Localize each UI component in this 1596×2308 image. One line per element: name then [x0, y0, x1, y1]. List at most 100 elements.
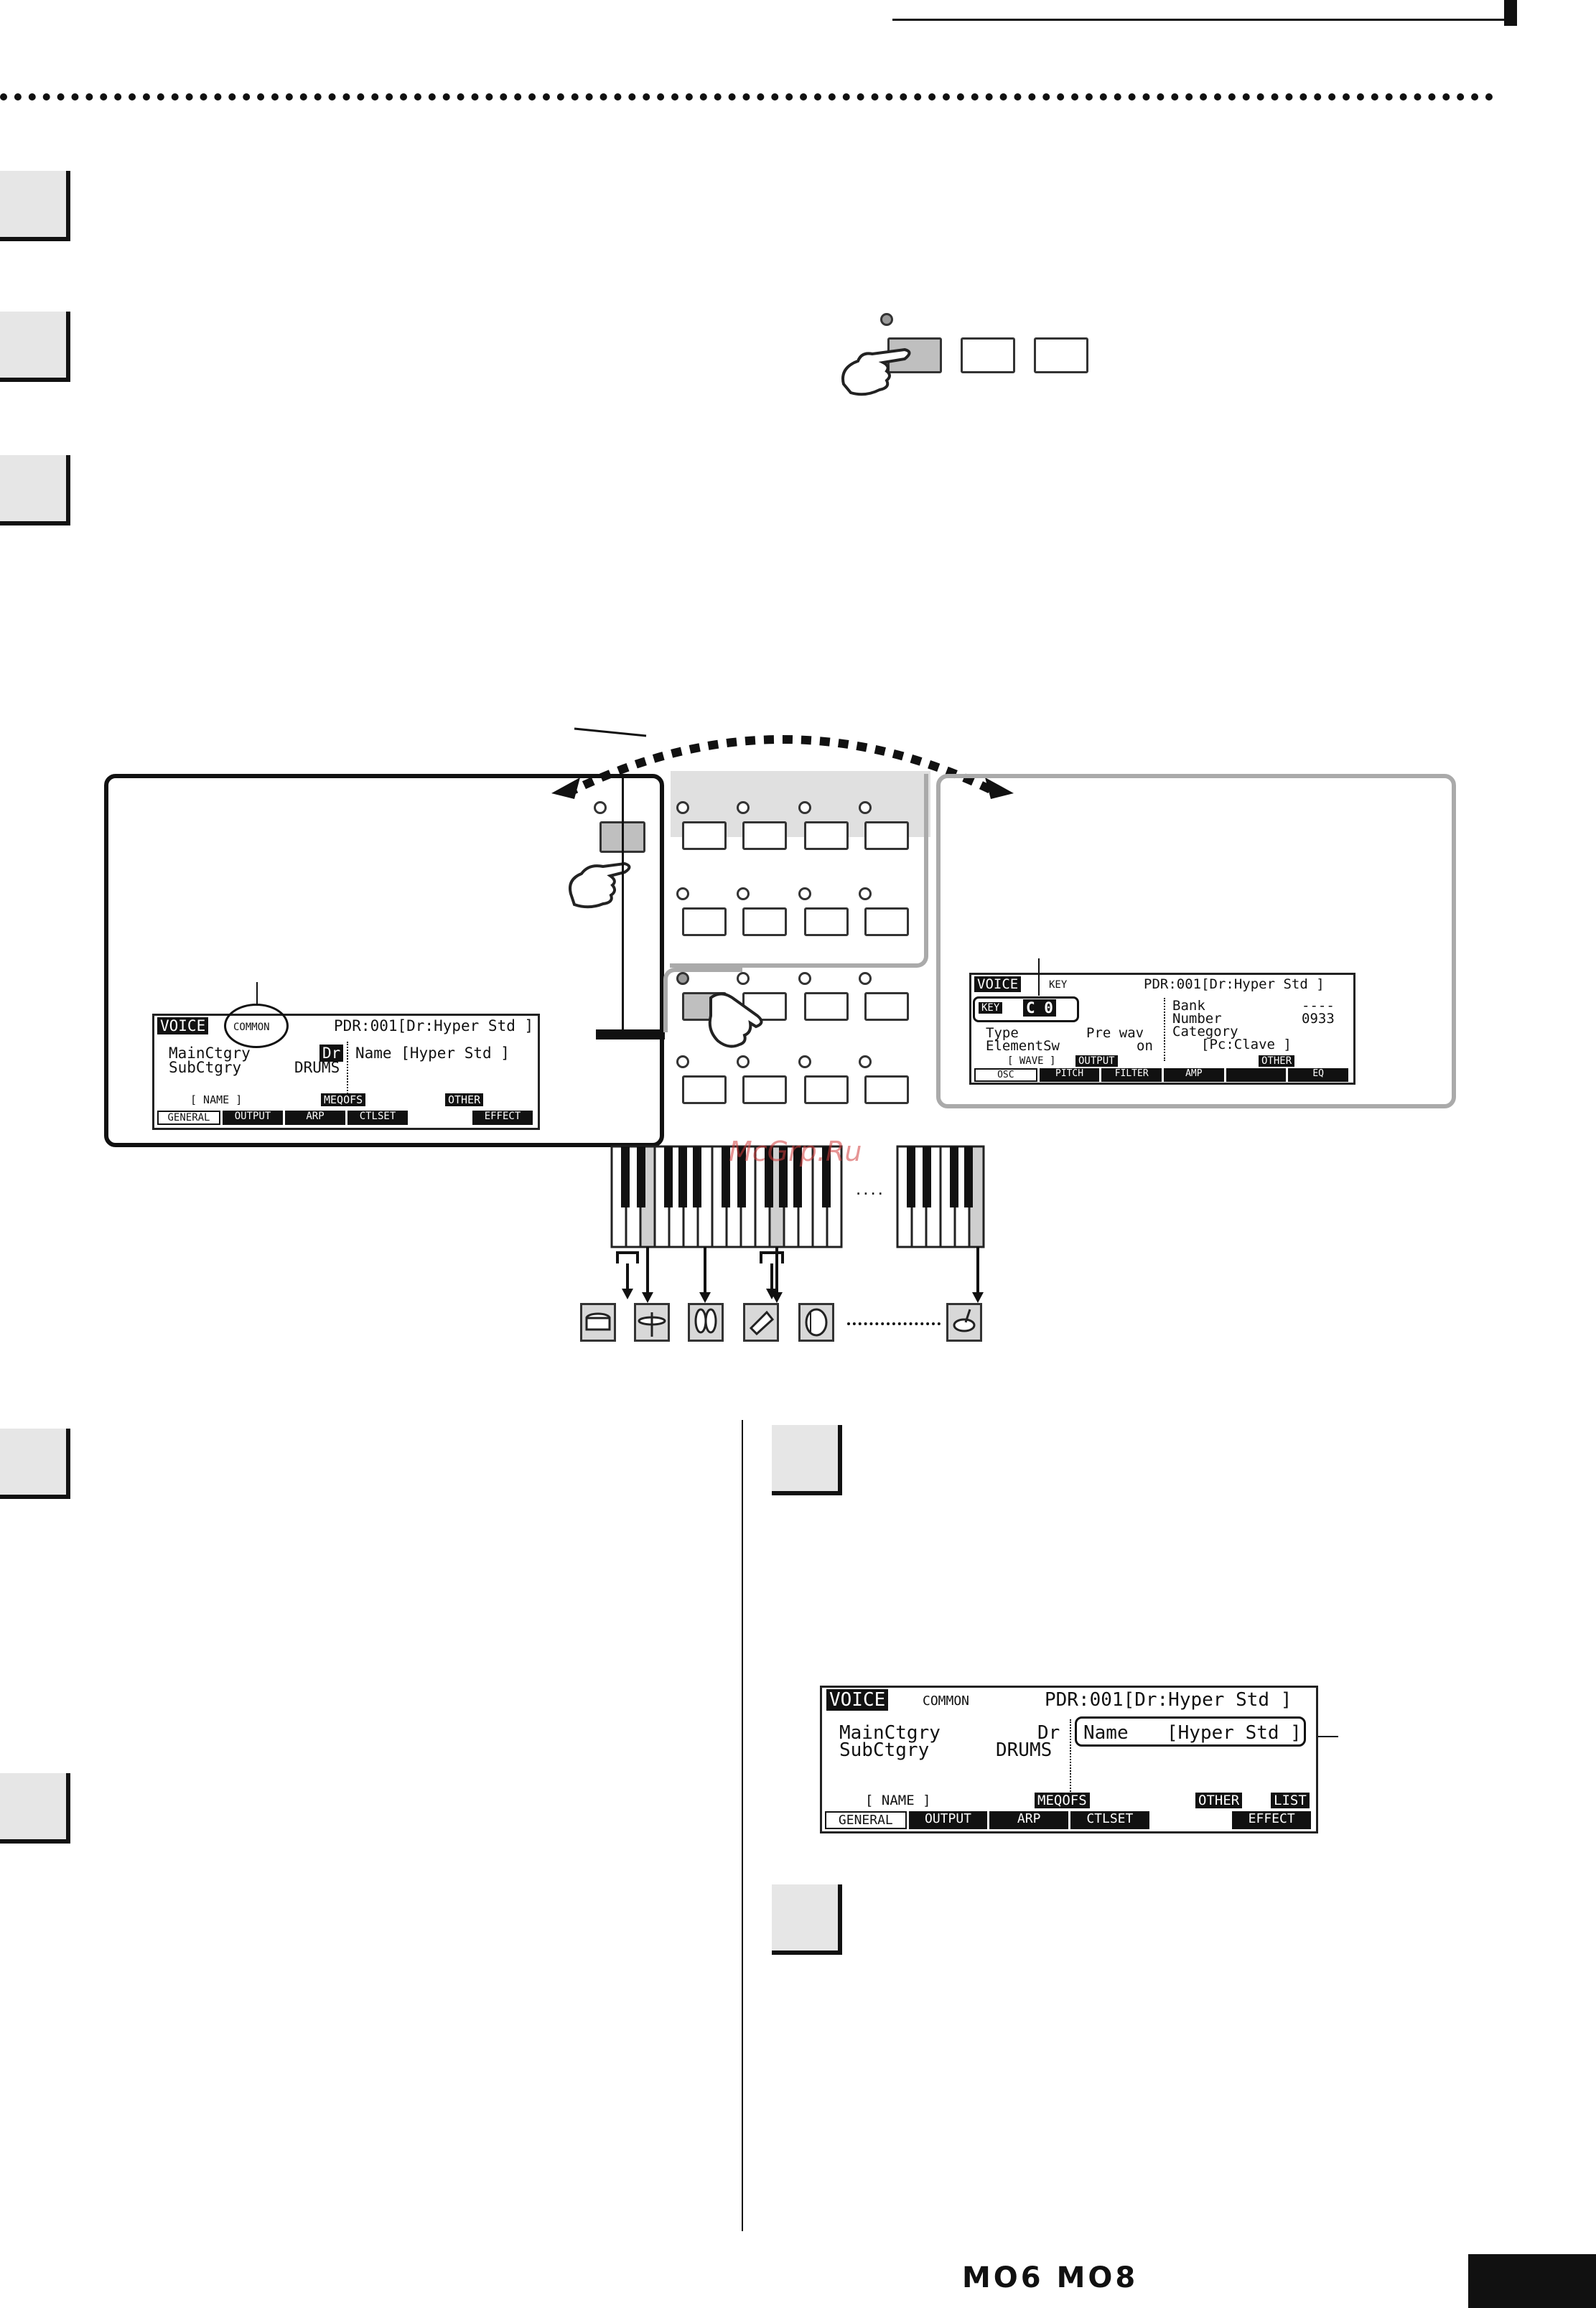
step-box-4: [0, 1429, 70, 1499]
softkey-other: OTHER: [1195, 1793, 1243, 1808]
callout-line: [1318, 1736, 1338, 1737]
mode-led: [880, 313, 893, 326]
tab-arp: ARP: [989, 1811, 1069, 1829]
lcd-divider: [347, 1042, 348, 1099]
callout-line: [1038, 958, 1040, 996]
key-value: C 0: [1023, 999, 1056, 1017]
elementsw-label: ElementSw: [986, 1038, 1060, 1054]
grid-button[interactable]: [804, 907, 849, 936]
icon-ellipsis: [847, 1322, 941, 1325]
tab-general: GENERAL: [157, 1111, 220, 1125]
name-value[interactable]: [Hyper Std ]: [1167, 1722, 1302, 1744]
tambourine-icon: [946, 1303, 982, 1342]
tab-label: KEY: [1049, 979, 1068, 991]
snare-drum-icon: [580, 1303, 616, 1342]
grid-button[interactable]: [682, 1075, 727, 1104]
lcd-divider: [1164, 998, 1165, 1061]
grid-button[interactable]: [804, 992, 849, 1021]
right-callout-panel: [936, 774, 1456, 1108]
grid-button[interactable]: [864, 821, 909, 850]
common-highlight-circle: [224, 1004, 289, 1048]
bottom-lcd: VOICE COMMON PDR:001[Dr:Hyper Std ] Main…: [820, 1686, 1318, 1833]
mode-button-3[interactable]: [1034, 337, 1088, 373]
tab-output: OUTPUT: [908, 1811, 988, 1829]
key-led: [676, 972, 689, 985]
softkey-meqofs: MEQOFS: [1035, 1793, 1090, 1808]
number-label: Number: [1172, 1011, 1222, 1027]
grid-button[interactable]: [864, 992, 909, 1021]
common-led: [594, 801, 607, 814]
name-label: Name: [1083, 1722, 1129, 1744]
tab-ctlset: CTLSET: [1070, 1811, 1149, 1829]
left-callout-panel: [104, 774, 664, 1147]
voice-name: PDR:001[Dr:Hyper Std ]: [1045, 1689, 1292, 1711]
keyboard-ellipsis: ....: [856, 1177, 885, 1199]
step-box-1: [0, 171, 70, 241]
softkey-other: OTHER: [445, 1093, 484, 1106]
tab-output: OUTPUT: [223, 1111, 283, 1125]
grid-led: [859, 1055, 872, 1068]
grid-button[interactable]: [864, 907, 909, 936]
grid-led: [798, 887, 811, 900]
grid-button[interactable]: [742, 1075, 787, 1104]
main-category-label: MainCtgry: [169, 1045, 251, 1062]
grid-led: [737, 972, 750, 985]
name-highlight: [1075, 1716, 1306, 1747]
softkey-other: OTHER: [1259, 1055, 1295, 1067]
softkey-name: [ NAME ]: [865, 1793, 931, 1808]
dotted-divider: [0, 93, 1493, 101]
step-box-5: [0, 1773, 70, 1844]
key-highlight: [973, 996, 1079, 1022]
tab-filter: FILTER: [1101, 1068, 1162, 1082]
connector-line: [622, 775, 624, 1034]
type-value: Pre wav: [1086, 1025, 1144, 1041]
step-box-7: [772, 1884, 842, 1955]
transition-arc: [551, 727, 1014, 799]
grid-button[interactable]: [682, 821, 727, 850]
tab-general: GENERAL: [825, 1811, 907, 1829]
column-divider: [742, 1420, 743, 2231]
voice-name: PDR:001[Dr:Hyper Std ]: [1144, 976, 1325, 992]
grid-button[interactable]: [742, 907, 787, 936]
footer-models: MO6 MO8: [962, 2261, 1139, 2294]
tab-amp: AMP: [1164, 1068, 1224, 1082]
voice-name: PDR:001[Dr:Hyper Std ]: [334, 1017, 534, 1034]
grid-button[interactable]: [682, 907, 727, 936]
name-field: Name [Hyper Std ]: [355, 1045, 510, 1062]
step-box-2: [0, 312, 70, 382]
softkey-name: [ NAME ]: [190, 1093, 243, 1106]
grid-led: [798, 1055, 811, 1068]
grid-button[interactable]: [742, 821, 787, 850]
tab-empty: [410, 1111, 470, 1125]
softkey-wave: [ WAVE ]: [1007, 1055, 1056, 1067]
header-tab: [1504, 0, 1517, 26]
type-label: Type: [986, 1025, 1019, 1041]
grid-button[interactable]: [864, 1075, 909, 1104]
cowbell-icon: [743, 1303, 779, 1342]
grid-button[interactable]: [804, 1075, 849, 1104]
left-lcd: VOICE COMMON PDR:001[Dr:Hyper Std ] Main…: [152, 1014, 540, 1130]
grid-button[interactable]: [804, 821, 849, 850]
right-lcd: VOICE KEY PDR:001[Dr:Hyper Std ] KEY C 0…: [969, 973, 1355, 1085]
pointing-hand-icon: [708, 992, 763, 1048]
connector-tab: [596, 1029, 665, 1039]
mode-button-2[interactable]: [961, 337, 1015, 373]
sub-category-label: SubCtgry: [839, 1739, 930, 1761]
sub-category-value: DRUMS: [996, 1739, 1053, 1761]
step-box-3: [0, 455, 70, 525]
step-box-6: [772, 1425, 842, 1495]
callout-line: [256, 982, 258, 1005]
element-bracket: [663, 968, 742, 1032]
tab-pitch: PITCH: [1039, 1068, 1100, 1082]
grid-led: [676, 887, 689, 900]
tab-blank: [1226, 1068, 1287, 1082]
grid-led: [798, 972, 811, 985]
tab-eq: EQ: [1288, 1068, 1349, 1082]
softkey-list: LIST: [1271, 1793, 1310, 1808]
grid-led: [859, 801, 872, 814]
grid-led: [859, 972, 872, 985]
softkey-output: OUTPUT: [1075, 1055, 1118, 1067]
grid-led: [676, 801, 689, 814]
bank-label: Bank: [1172, 998, 1205, 1014]
mode-label: VOICE: [826, 1689, 889, 1711]
